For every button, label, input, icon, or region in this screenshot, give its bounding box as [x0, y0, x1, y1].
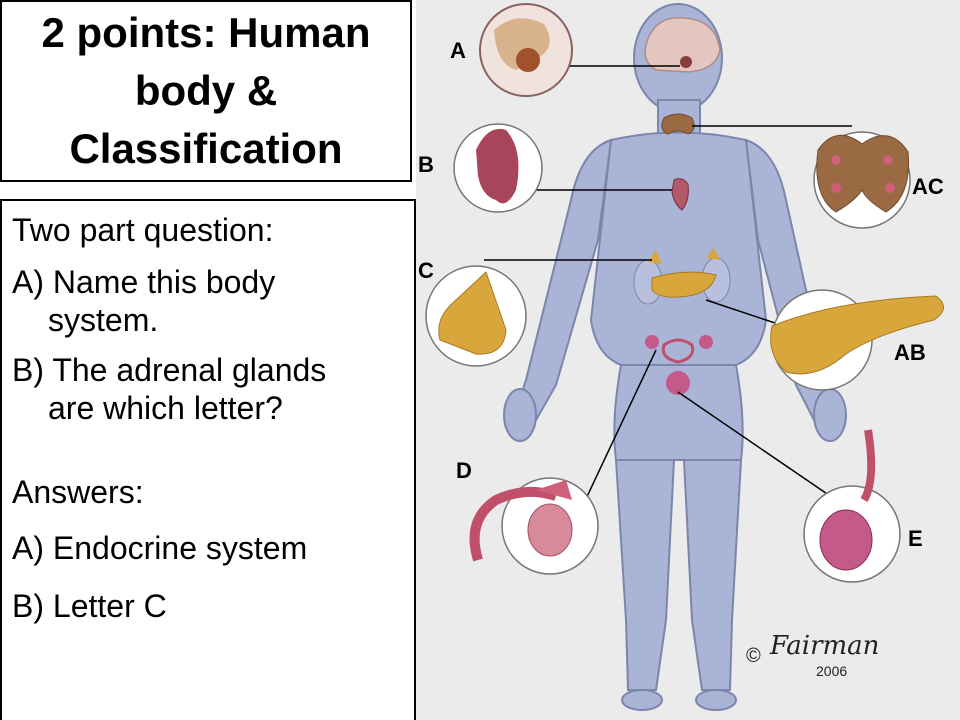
question-b: B) The adrenal glands: [12, 352, 327, 388]
testes-small: [666, 371, 690, 395]
question-a: A) Name this body: [12, 264, 276, 300]
label-ab: AB: [894, 340, 926, 365]
inset-c: C: [418, 258, 527, 367]
question-intro: Two part question:: [12, 212, 274, 248]
left-ovary-small: [645, 335, 659, 349]
label-ac: AC: [912, 174, 944, 199]
endocrine-diagram: A B C AC AB: [416, 0, 960, 720]
title-box: 2 points: Human body & Classification: [0, 0, 412, 182]
signature-year: 2006: [816, 663, 847, 679]
label-d: D: [456, 458, 472, 483]
inset-ab: AB: [770, 289, 944, 391]
slide-title: 2 points: Human body & Classification: [41, 9, 371, 172]
adrenal-gland-small-right: [706, 248, 720, 260]
inset-e: E: [803, 429, 923, 583]
inset-b: B: [418, 123, 543, 213]
signature-name: Fairman: [769, 631, 879, 661]
answers-heading: Answers:: [12, 474, 144, 510]
question-box: Two part question: A) Name this body sys…: [0, 199, 416, 720]
question-b-cont: are which letter?: [48, 390, 283, 426]
inset-ac: AC: [813, 131, 944, 229]
copyright-mark: ©: [746, 645, 761, 667]
inset-a: A: [450, 3, 573, 97]
answer-a: A) Endocrine system: [12, 530, 308, 566]
label-e: E: [908, 526, 923, 551]
thyroid-gland: [661, 113, 695, 135]
label-c: C: [418, 258, 434, 283]
brain-shape: [644, 17, 721, 73]
label-b: B: [418, 152, 434, 177]
artist-signature: © Fairman 2006: [746, 631, 879, 679]
answer-b: B) Letter C: [12, 588, 167, 624]
pituitary-gland: [680, 56, 692, 68]
label-a: A: [450, 38, 466, 63]
pancreas-small: [651, 271, 717, 298]
pointer-lines: [484, 65, 852, 521]
diagram-svg: A B C AC AB: [418, 3, 944, 711]
inset-d: D: [456, 458, 599, 575]
uterus-small: [661, 338, 695, 364]
question-a-cont: system.: [48, 302, 159, 338]
thymus-gland: [671, 178, 689, 211]
right-ovary-small: [699, 335, 713, 349]
